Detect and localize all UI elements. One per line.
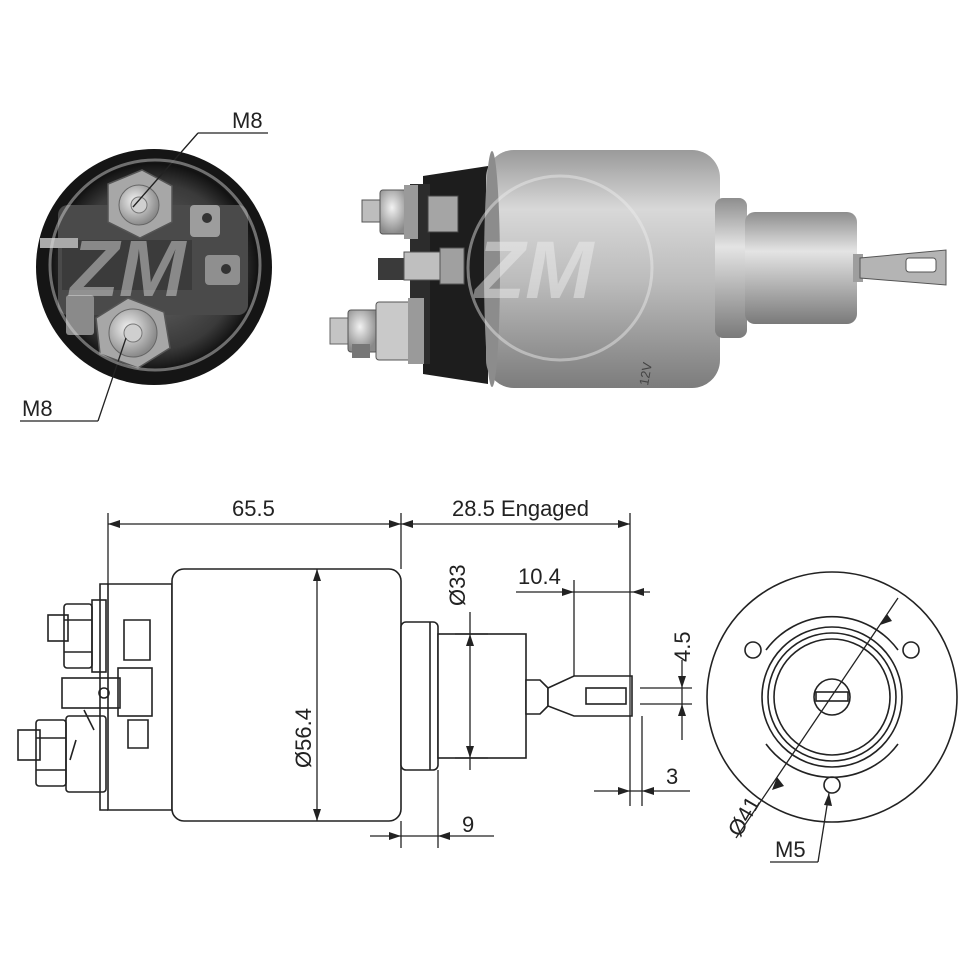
solenoid-body [486, 150, 720, 388]
plunger [745, 212, 857, 324]
dim-eye-thickness: 3 [666, 764, 678, 789]
mount-hole-right [902, 641, 920, 659]
terminal-bottom [95, 297, 171, 369]
label-m8-top: M8 [232, 108, 263, 133]
stud-bottom [329, 298, 424, 364]
label-m8-bottom: M8 [22, 396, 53, 421]
svg-text:ZM: ZM [473, 225, 595, 316]
dim-body-diameter: Ø56.4 [291, 708, 316, 768]
dim-nose-length: 9 [462, 812, 474, 837]
end-view-drawing: Ø41 M5 [706, 571, 958, 863]
side-view-photo: 12V [329, 150, 947, 388]
drawing-nose [400, 621, 439, 771]
watermark-logo-left: ZM [48, 158, 262, 372]
terminal-top [107, 169, 173, 239]
plunger-end [813, 678, 851, 716]
dim-eye-length: 10.4 [518, 564, 561, 589]
plunger-eye [859, 249, 947, 286]
front-view-photo: M8 M8 [20, 108, 272, 422]
dim-engaged: 28.5 Engaged [452, 496, 589, 521]
mount-hole-bottom [823, 776, 841, 794]
watermark-logo-right: ZM [466, 174, 654, 362]
dim-eye-hole: 4.5 [670, 631, 695, 662]
side-drawing [17, 568, 633, 822]
solenoid-nose [715, 198, 747, 338]
spade-terminal [378, 247, 465, 285]
flange-outline [706, 571, 958, 823]
dim-mount-thread: M5 [775, 837, 806, 862]
drawing-eye [547, 675, 633, 717]
stud-top [361, 185, 459, 239]
body-marking: 12V [636, 361, 655, 387]
mount-hole-left [744, 641, 762, 659]
svg-text:ZM: ZM [68, 224, 188, 313]
drawing-body [171, 568, 402, 822]
dim-plunger-diameter: Ø33 [445, 564, 470, 606]
dim-body-length: 65.5 [232, 496, 275, 521]
dimensions: 65.5 28.5 Engaged Ø56.4 Ø33 10.4 4.5 [107, 496, 695, 848]
drawing-plunger [437, 633, 527, 759]
